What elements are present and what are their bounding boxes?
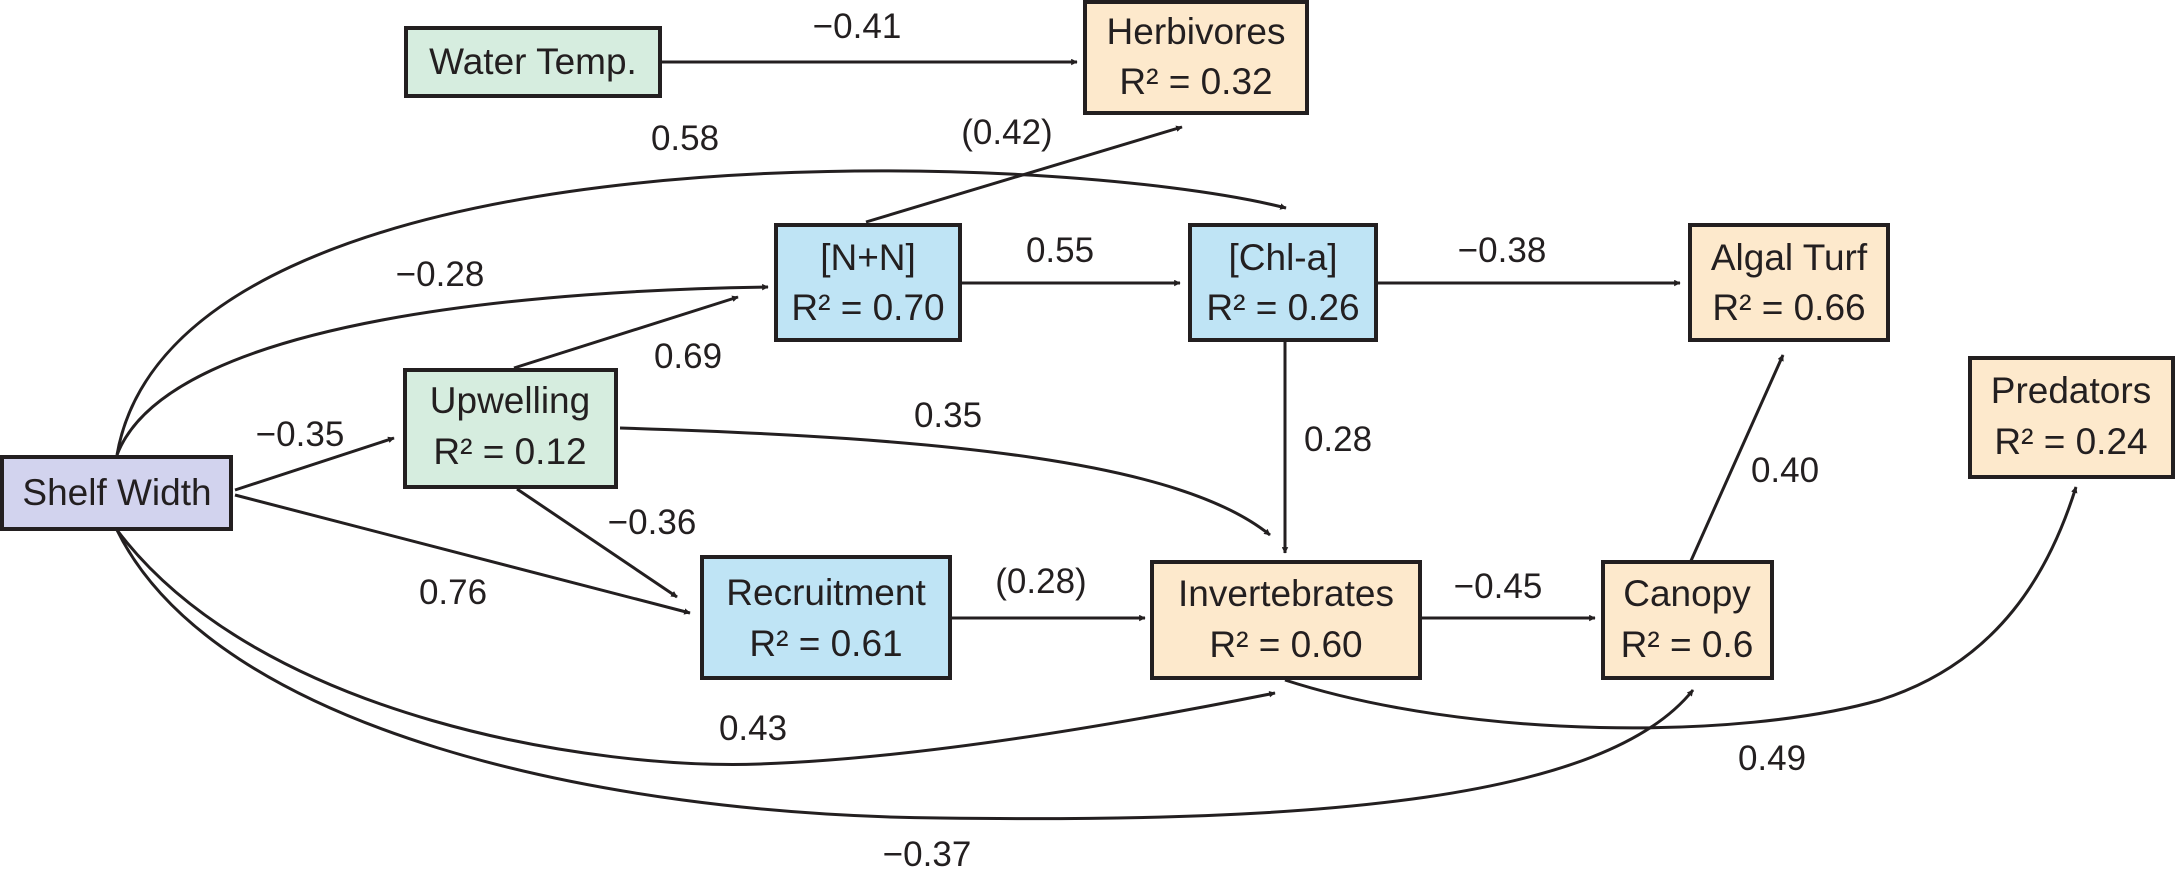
coef-nn-chl-a: 0.55 — [1026, 231, 1094, 270]
coef-chl-a-algal-turf: −0.38 — [1458, 231, 1547, 270]
coef-invertebrates-canopy: −0.45 — [1454, 567, 1543, 606]
coef-invertebrates-predators: 0.49 — [1738, 739, 1806, 778]
node-chl-a-name: [Chl-a] — [1229, 237, 1338, 278]
coef-recruitment-invertebrates: (0.28) — [995, 562, 1086, 601]
node-recruitment: Recruitment R² = 0.61 — [700, 555, 952, 680]
edge-shelf-width-to-invertebrates — [115, 529, 1276, 766]
node-recruitment-r2: R² = 0.61 — [749, 623, 902, 664]
coef-shelf-width-invertebrates: 0.43 — [719, 709, 787, 748]
coef-upwelling-recruitment: −0.36 — [608, 503, 697, 542]
node-chl-a: [Chl-a] R² = 0.26 — [1188, 223, 1378, 342]
node-upwelling-name: Upwelling — [430, 380, 590, 421]
coef-shelf-width-recruitment: 0.76 — [419, 573, 487, 612]
node-water-temp: Water Temp. — [404, 26, 662, 98]
node-invertebrates: Invertebrates R² = 0.60 — [1150, 560, 1422, 680]
coef-upwelling-invertebrates: 0.35 — [914, 396, 982, 435]
node-nn-name: [N+N] — [820, 237, 916, 278]
node-canopy-r2: R² = 0.6 — [1621, 624, 1754, 665]
node-invertebrates-name: Invertebrates — [1178, 573, 1394, 614]
edge-upwelling-to-recruitment — [516, 487, 678, 599]
node-upwelling: Upwelling R² = 0.12 — [403, 368, 618, 489]
coef-chl-a-invertebrates: 0.28 — [1304, 420, 1372, 459]
coef-shelf-width-chl-a: 0.58 — [651, 119, 719, 158]
edge-upwelling-to-invertebrates — [619, 426, 1271, 537]
node-algal-turf-r2: R² = 0.66 — [1712, 287, 1865, 328]
coef-canopy-algal-turf: 0.40 — [1751, 451, 1819, 490]
node-algal-turf-name: Algal Turf — [1711, 237, 1868, 278]
node-herbivores-r2: R² = 0.32 — [1119, 61, 1272, 102]
coef-water-temp-herbivores: −0.41 — [813, 7, 902, 46]
edge-canopy-to-algal-turf — [1688, 354, 1785, 564]
node-chl-a-r2: R² = 0.26 — [1206, 287, 1359, 328]
node-shelf-width-name: Shelf Width — [22, 472, 211, 513]
coef-shelf-width-upwelling: −0.35 — [256, 415, 345, 454]
node-water-temp-name: Water Temp. — [429, 41, 637, 82]
node-nn-r2: R² = 0.70 — [791, 287, 944, 328]
node-shelf-width: Shelf Width — [0, 455, 233, 531]
node-upwelling-r2: R² = 0.12 — [433, 431, 586, 472]
edge-shelf-width-to-nn — [115, 283, 769, 456]
edge-shelf-width-to-chl-a — [115, 169, 1287, 456]
node-herbivores-name: Herbivores — [1107, 11, 1286, 52]
edge-upwelling-to-nn — [513, 295, 739, 370]
node-herbivores: Herbivores R² = 0.32 — [1083, 0, 1309, 115]
coef-nn-herbivores: (0.42) — [961, 113, 1052, 152]
edge-shelf-width-to-upwelling — [234, 436, 395, 492]
edge-shelf-width-to-recruitment — [234, 493, 691, 615]
coef-upwelling-nn: 0.69 — [654, 337, 722, 376]
node-predators: Predators R² = 0.24 — [1968, 356, 2175, 479]
edge-shelf-width-to-canopy — [115, 529, 1695, 821]
edge-nn-to-herbivores — [865, 125, 1183, 224]
node-invertebrates-r2: R² = 0.60 — [1209, 624, 1362, 665]
edge-invertebrates-to-predators — [1284, 486, 2078, 730]
node-algal-turf: Algal Turf R² = 0.66 — [1688, 223, 1890, 342]
node-canopy-name: Canopy — [1623, 573, 1751, 614]
node-recruitment-name: Recruitment — [726, 572, 926, 613]
coef-shelf-width-nn: −0.28 — [396, 255, 485, 294]
coef-shelf-width-canopy: −0.37 — [883, 835, 972, 870]
node-canopy: Canopy R² = 0.6 — [1601, 560, 1774, 680]
node-nn: [N+N] R² = 0.70 — [774, 223, 962, 342]
node-predators-r2: R² = 0.24 — [1994, 421, 2147, 462]
node-predators-name: Predators — [1991, 370, 2151, 411]
